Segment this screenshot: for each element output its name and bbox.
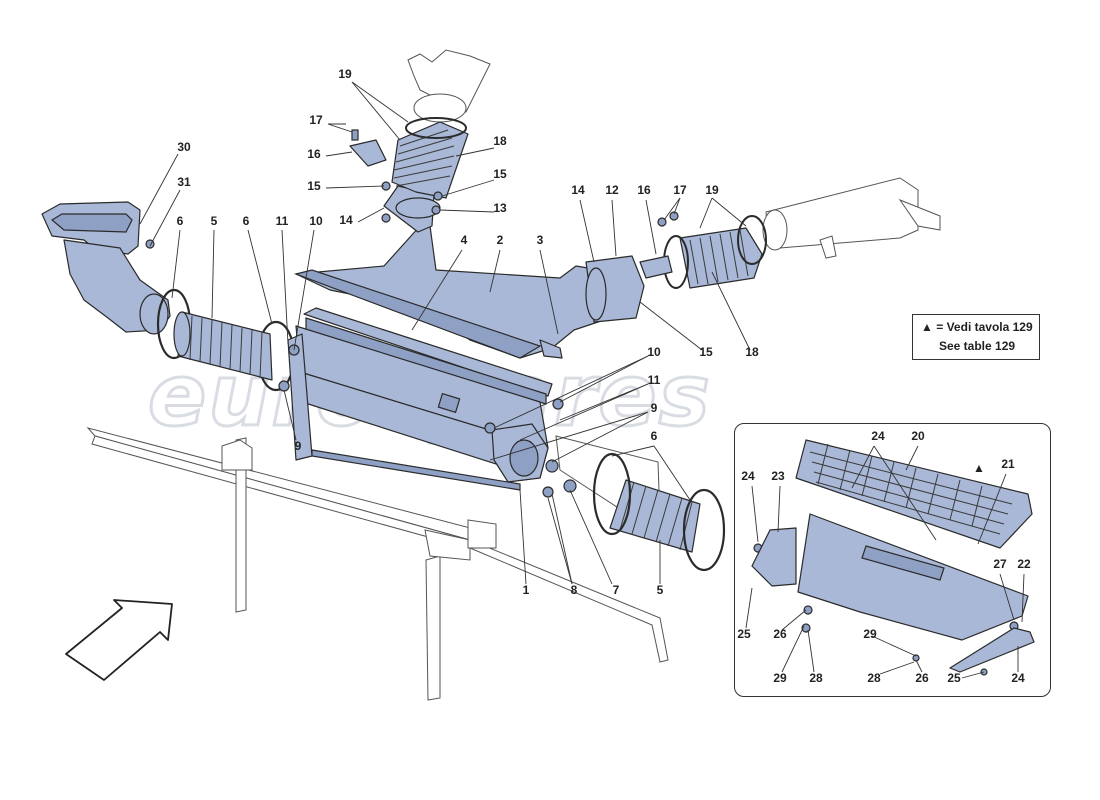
callout-11: 11 (648, 373, 661, 387)
callout-12: 12 (605, 183, 619, 197)
note-box: ▲ = Vedi tavola 129 See table 129 (912, 314, 1040, 360)
callout-14: 14 (339, 213, 353, 227)
callout-6: 6 (177, 214, 184, 228)
callout-16: 16 (637, 183, 651, 197)
leader-line (140, 154, 178, 224)
callout-13: 13 (493, 201, 507, 215)
left-intake-duct (42, 202, 170, 334)
callout-9: 9 (295, 439, 302, 453)
note-text-en: See table 129 (939, 339, 1015, 353)
right-duct-ghost (763, 178, 940, 258)
leader-line (712, 272, 750, 350)
callout-3: 3 (537, 233, 544, 247)
leader-line (674, 198, 680, 214)
callout-31: 31 (177, 175, 191, 189)
leader-line (580, 200, 594, 262)
leader-line (326, 186, 384, 188)
upper-duct-ghost (408, 50, 490, 122)
triangle-icon: ▲ (921, 320, 933, 334)
leader-line (326, 152, 352, 156)
leader-line (328, 124, 352, 132)
leader-line (612, 446, 654, 456)
callout-17: 17 (309, 113, 323, 127)
right-bellows (586, 216, 766, 322)
callout-1: 1 (523, 583, 530, 597)
callout-15: 15 (493, 167, 507, 181)
callout-6: 6 (243, 214, 250, 228)
callout-8: 8 (571, 583, 578, 597)
leader-line (172, 230, 180, 298)
direction-arrow-icon (66, 600, 172, 680)
callout-30: 30 (177, 140, 191, 154)
upper-bellows (392, 118, 468, 218)
callout-10: 10 (647, 345, 661, 359)
callout-4: 4 (461, 233, 468, 247)
callout-7: 7 (613, 583, 620, 597)
sensor-upper (350, 130, 386, 166)
callout-18: 18 (745, 345, 759, 359)
leader-line (640, 302, 702, 350)
note-equals: = (936, 320, 943, 334)
detail-inset (734, 423, 1051, 697)
leader-line (612, 200, 616, 256)
note-text-it: Vedi tavola 129 (947, 320, 1033, 334)
callout-5: 5 (211, 214, 218, 228)
leader-line (212, 230, 214, 318)
note-line-2: See table 129 (939, 339, 1015, 353)
leader-line (358, 208, 384, 222)
leader-line (440, 210, 494, 212)
leader-line (712, 198, 746, 226)
callout-5: 5 (657, 583, 664, 597)
callout-15: 15 (307, 179, 321, 193)
leader-line (646, 200, 656, 254)
callout-19: 19 (705, 183, 719, 197)
callout-18: 18 (493, 134, 507, 148)
leader-line (700, 198, 712, 228)
callout-15: 15 (699, 345, 713, 359)
leader-line (150, 190, 180, 246)
callout-14: 14 (571, 183, 585, 197)
callout-11: 11 (276, 214, 289, 228)
callout-16: 16 (307, 147, 321, 161)
leader-line (552, 494, 572, 584)
callout-2: 2 (497, 233, 504, 247)
callout-17: 17 (673, 183, 687, 197)
leader-line (570, 490, 612, 584)
leader-line (248, 230, 272, 324)
note-line-1: ▲ = Vedi tavola 129 (921, 320, 1033, 334)
callout-19: 19 (338, 67, 352, 81)
callout-9: 9 (651, 401, 658, 415)
callout-6: 6 (651, 429, 658, 443)
callout-10: 10 (309, 214, 323, 228)
leader-line (548, 498, 572, 584)
